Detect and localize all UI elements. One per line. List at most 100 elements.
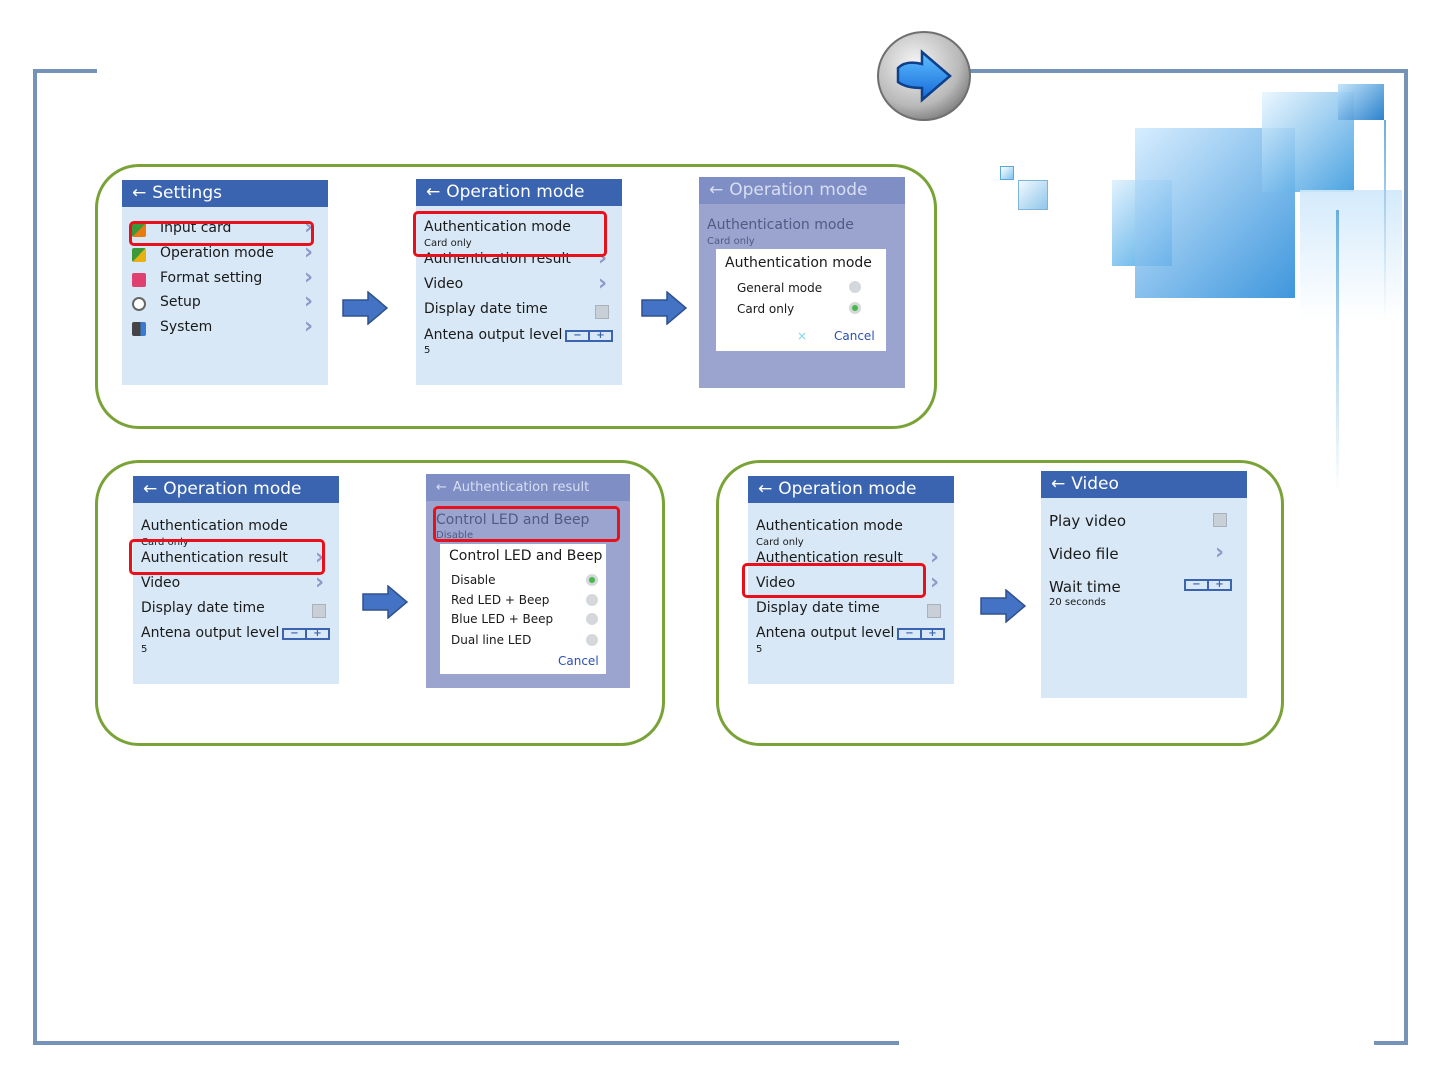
format-setting-icon [132, 273, 146, 287]
chevron-right-icon: › [304, 215, 314, 240]
minus-icon[interactable]: − [1192, 579, 1201, 590]
video-item[interactable]: Video [141, 575, 181, 591]
chevron-right-icon: › [304, 289, 314, 314]
header-title: Operation mode [446, 182, 585, 202]
option-dual-line-led[interactable]: Dual line LED [451, 633, 532, 647]
header-title: Authentication result [452, 480, 590, 495]
flow-arrow-icon [641, 291, 687, 325]
display-date-time-checkbox[interactable] [927, 604, 941, 618]
option-red-led-beep[interactable]: Red LED + Beep [451, 593, 550, 607]
settings-screen: ←Settings Input card › Operation mode › … [122, 180, 328, 385]
auth-mode-item[interactable]: Authentication mode [141, 518, 288, 534]
auth-result-item[interactable]: Authentication result [756, 550, 903, 566]
antena-level-value: 5 [141, 644, 148, 655]
display-date-time-item: Display date time [141, 600, 265, 616]
settings-header: ←Settings [122, 180, 328, 207]
cancel-button[interactable]: Cancel [558, 654, 599, 668]
antena-level-stepper[interactable]: −+ [282, 628, 330, 640]
auth-mode-value: Card only [424, 238, 472, 249]
back-arrow-icon[interactable]: ← [132, 183, 147, 203]
chevron-right-icon: › [598, 246, 608, 271]
dialog-title: Control LED and Beep [449, 548, 603, 564]
display-date-time-checkbox[interactable] [312, 604, 326, 618]
back-arrow-icon[interactable]: ← [426, 182, 441, 202]
settings-item-system[interactable]: System [160, 319, 213, 335]
header-title: Operation mode [729, 180, 868, 200]
flow-arrow-icon [362, 585, 408, 619]
back-arrow-icon: ← [436, 480, 447, 495]
operation-mode-icon [132, 248, 146, 262]
auth-mode-dialog: Authentication mode General mode Card on… [716, 249, 886, 351]
display-date-time-checkbox[interactable] [595, 305, 609, 319]
radio-icon[interactable] [849, 302, 861, 314]
auth-mode-item[interactable]: Authentication mode [756, 518, 903, 534]
control-led-value-dimmed: Disable [436, 530, 474, 541]
radio-icon[interactable] [586, 594, 598, 606]
back-arrow-icon[interactable]: ← [758, 479, 773, 499]
antena-level-stepper[interactable]: −+ [565, 330, 613, 342]
settings-item-setup[interactable]: Setup [160, 294, 201, 310]
display-date-time-item: Display date time [756, 600, 880, 616]
frame-left [33, 69, 37, 1045]
minus-icon[interactable]: − [573, 330, 582, 341]
display-date-time-item: Display date time [424, 301, 548, 317]
highlight-box [129, 539, 325, 575]
operation-mode-header: ←Operation mode [699, 177, 905, 204]
wait-time-item: Wait time [1049, 578, 1121, 596]
auth-result-item[interactable]: Authentication result [141, 550, 288, 566]
wait-time-value: 20 seconds [1049, 597, 1106, 608]
option-blue-led-beep[interactable]: Blue LED + Beep [451, 612, 554, 626]
dialog-title: Authentication mode [725, 255, 872, 271]
chevron-right-icon: › [315, 570, 325, 595]
settings-item-input-card[interactable]: Input card [160, 220, 232, 236]
antena-level-stepper[interactable]: −+ [897, 628, 945, 640]
video-file-item[interactable]: Video file [1049, 545, 1119, 563]
back-arrow-icon[interactable]: ← [1051, 474, 1066, 494]
setup-gear-icon [132, 297, 146, 311]
video-item[interactable]: Video [424, 276, 464, 292]
chevron-right-icon: › [315, 545, 325, 570]
operation-mode-header: ←Operation mode [133, 476, 339, 503]
system-icon [132, 322, 146, 336]
operation-mode-header: ←Operation mode [748, 476, 954, 503]
frame-right [1404, 69, 1408, 1045]
antena-output-level-item: Antena output level [756, 625, 895, 641]
header-title: Video [1071, 474, 1119, 494]
option-general-mode[interactable]: General mode [737, 281, 823, 295]
close-icon[interactable]: × [797, 329, 808, 343]
back-arrow-icon[interactable]: ← [143, 479, 158, 499]
plus-icon[interactable]: + [1207, 580, 1230, 590]
settings-item-format-setting[interactable]: Format setting [160, 270, 263, 286]
cancel-button[interactable]: Cancel [834, 329, 875, 343]
radio-icon[interactable] [586, 634, 598, 646]
frame-top-left [33, 69, 97, 73]
play-video-checkbox[interactable] [1213, 513, 1227, 527]
wait-time-stepper[interactable]: −+ [1184, 579, 1232, 591]
plus-icon[interactable]: + [305, 629, 328, 639]
option-disable[interactable]: Disable [451, 573, 496, 587]
radio-icon[interactable] [586, 613, 598, 625]
led-beep-dialog: Control LED and Beep Disable Red LED + B… [440, 544, 606, 674]
auth-mode-item[interactable]: Authentication mode [424, 219, 571, 235]
header-title: Operation mode [778, 479, 917, 499]
flow-group-2 [95, 460, 665, 746]
radio-icon[interactable] [849, 281, 861, 293]
plus-icon[interactable]: + [920, 629, 943, 639]
settings-item-operation-mode[interactable]: Operation mode [160, 245, 274, 261]
frame-bottom-right [1374, 1041, 1408, 1045]
plus-icon[interactable]: + [588, 331, 611, 341]
video-screen: ←Video Play video Video file › Wait time… [1041, 471, 1247, 698]
operation-mode-dialog-screen: ←Operation mode Authentication mode Card… [699, 177, 905, 388]
radio-icon[interactable] [586, 574, 598, 586]
flow-arrow-icon [980, 589, 1026, 623]
back-arrow-icon: ← [709, 180, 724, 200]
chevron-right-icon: › [304, 240, 314, 265]
chevron-right-icon: › [598, 271, 608, 296]
video-item[interactable]: Video [756, 575, 796, 591]
header-title: Settings [152, 183, 222, 203]
minus-icon[interactable]: − [905, 628, 914, 639]
option-card-only[interactable]: Card only [737, 302, 795, 316]
chevron-right-icon: › [1215, 540, 1225, 565]
next-arrow-icon[interactable] [876, 30, 972, 122]
minus-icon[interactable]: − [290, 628, 299, 639]
